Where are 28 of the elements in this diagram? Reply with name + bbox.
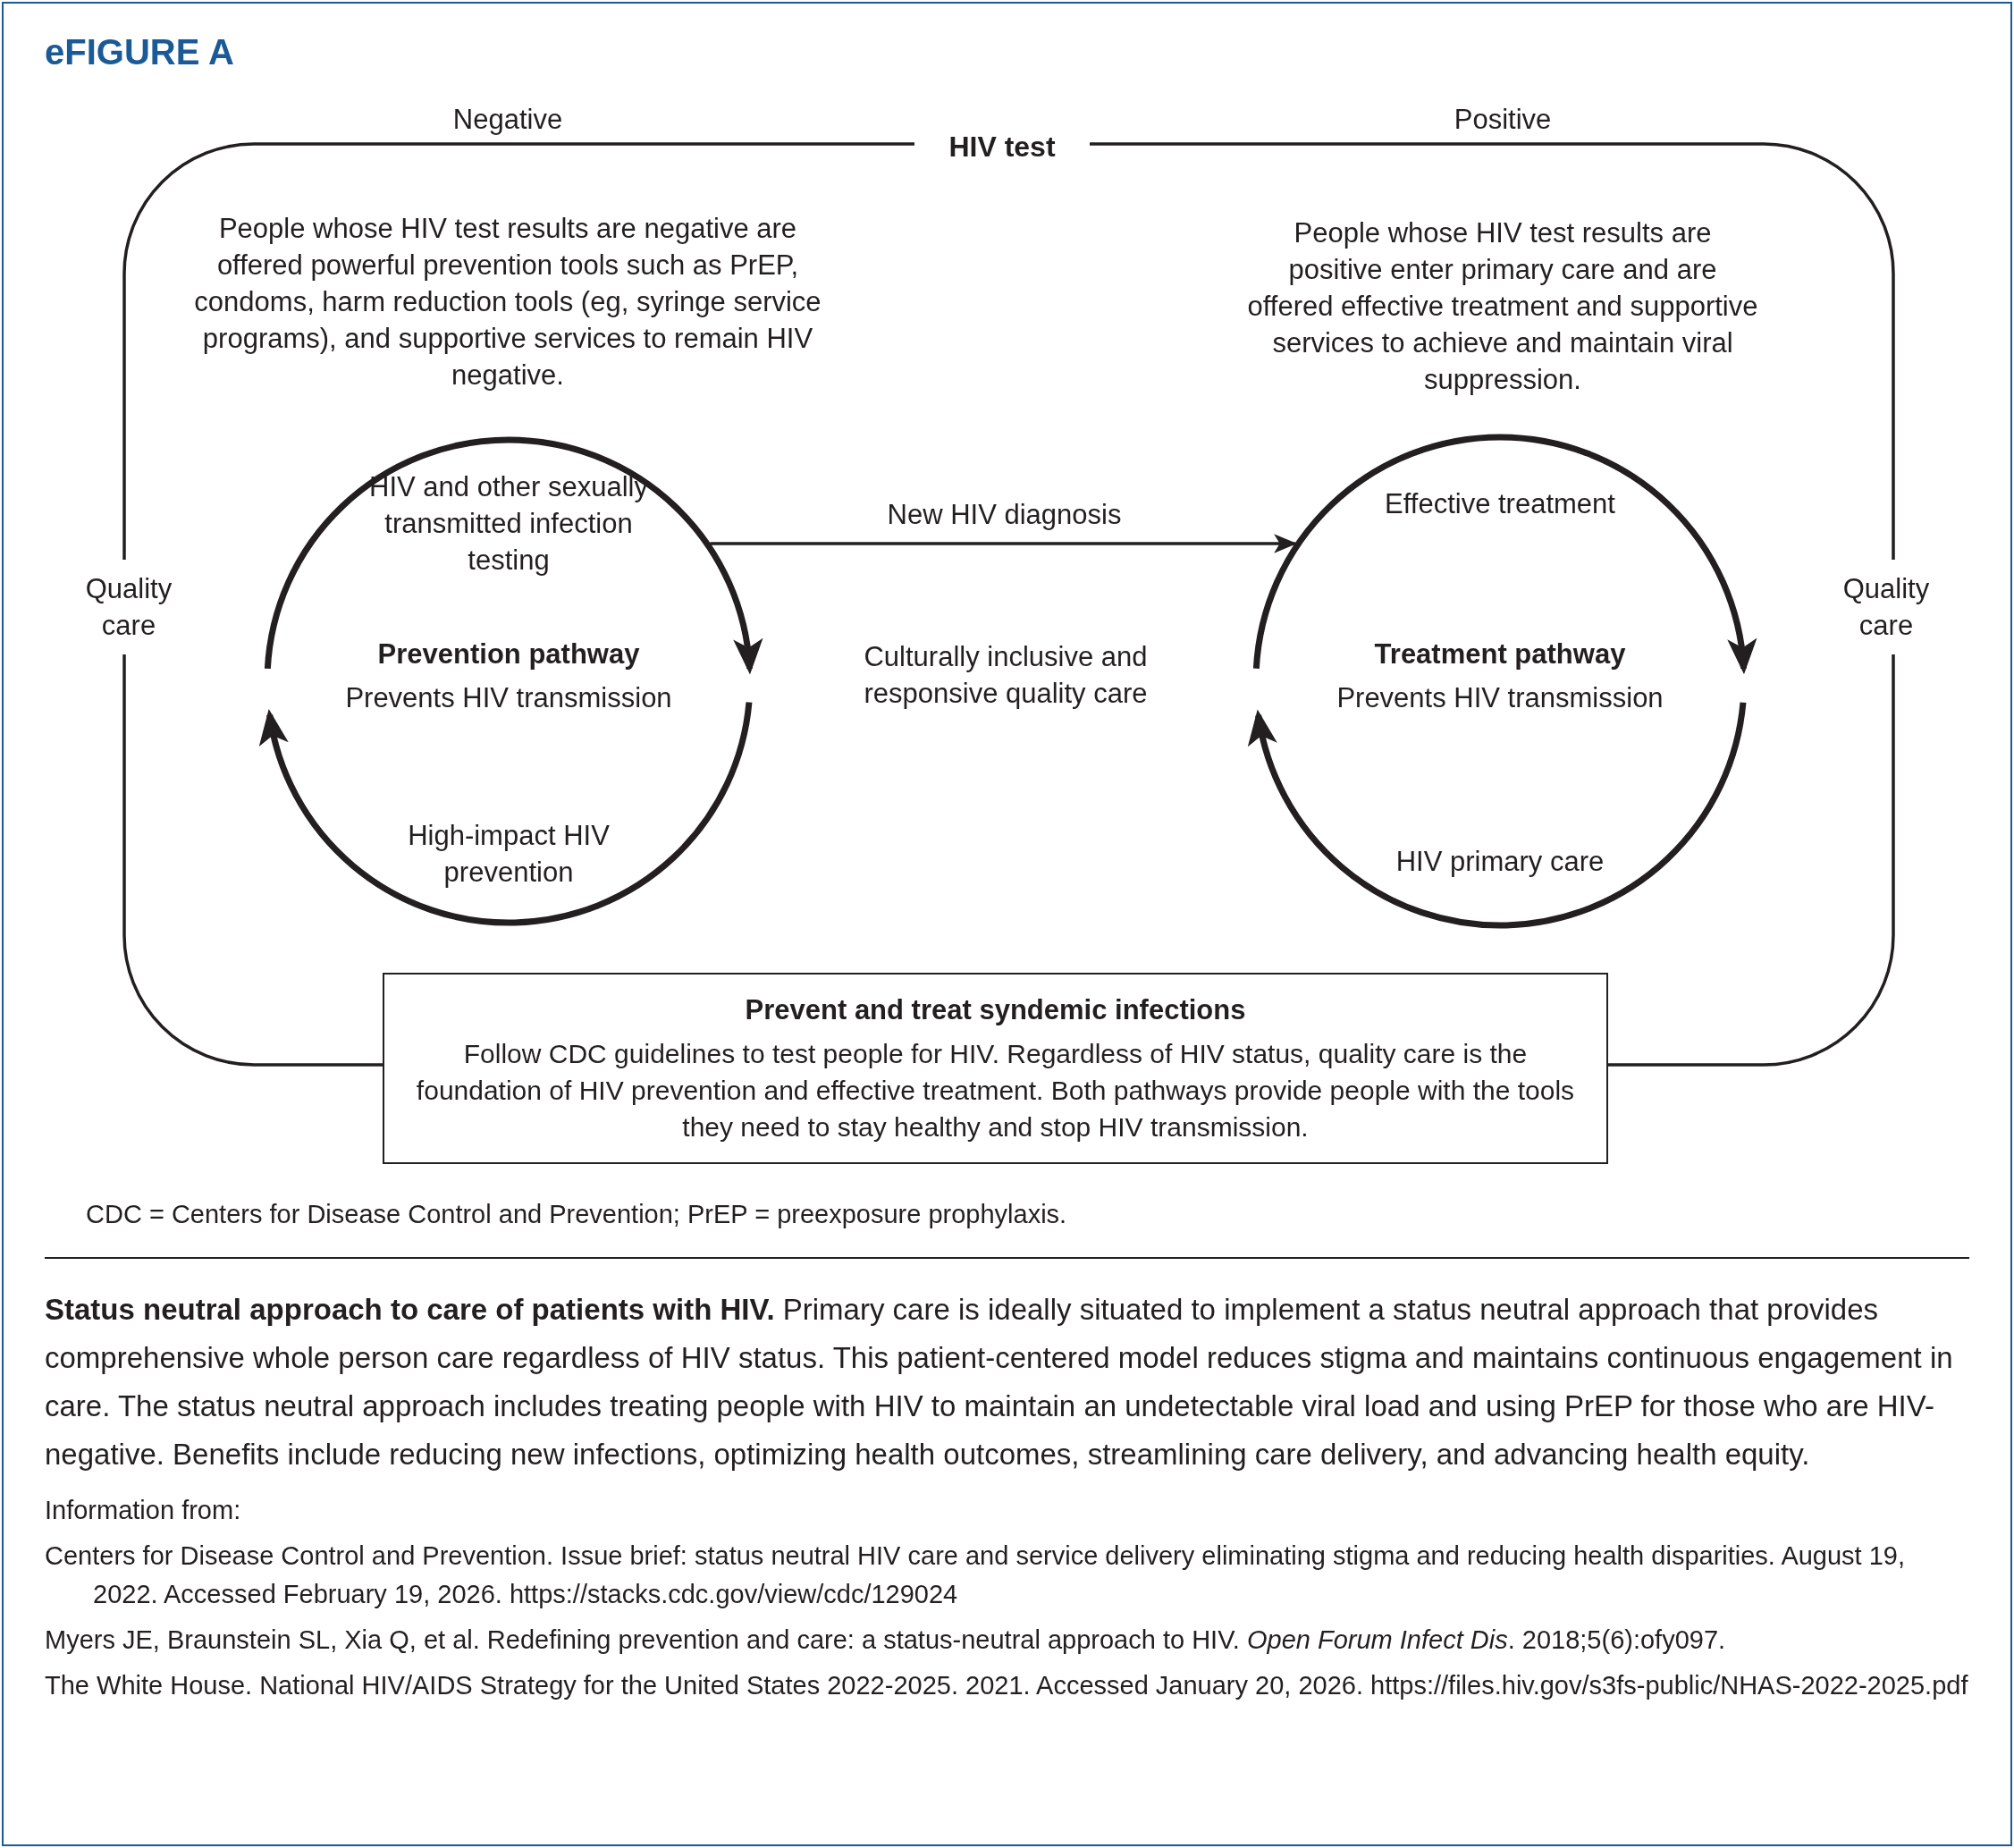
info-box <box>383 973 1608 1164</box>
node-label: HIV test <box>914 125 1090 168</box>
connector-line <box>1090 142 1895 1067</box>
caption-text: Status neutral approach to care of patients with HIV. Primary care is ideally situated to implement a status neutral approach that provides comprehensive whole person care regardless of HIV status. This patient-centered model reduces stigma and maintains continuous engagement in care. The status neutral approach includes treating people with HIV to maintain an undetectable viral load and using PrEP for those who are HIV-negative. Benefits include reducing new infections, optimizing health outcomes, streamlining care delivery, and advancing health equity. <box>45 1292 1954 1472</box>
connector-line <box>710 534 1298 553</box>
box-text: Follow CDC guidelines to test people for HIV. Regardless of HIV status, quality care is the foundation of HIV prevention and effective treatment. Both pathways provide people with the tools they need to stay healthy and stop HIV transmission. <box>415 1038 1576 1143</box>
branch-label: Negative <box>451 102 564 137</box>
pathway-text: High-impact HIV prevention <box>407 819 611 890</box>
pathway-text: Prevents HIV transmission <box>1336 680 1664 715</box>
pathway-text: HIV primary care <box>1395 844 1605 879</box>
pathway-text: HIV and other sexually transmitted infection testing <box>368 469 649 578</box>
edge-label: New HIV diagnosis <box>887 497 1122 532</box>
reference-text: The White House. National HIV/AIDS Strategy for the United States 2022-2025. 2021. Accessed January 20, 2026. https://files.hiv.gov/s3fs-public/NHAS-2022-2025.pdf <box>45 1670 1969 1701</box>
reference-text: Centers for Disease Control and Prevention. Issue brief: status neutral HIV care and service delivery eliminating stigma and reducing health disparities. August 19, 2022. Accessed February 19, 2026. https://stacks.cdc.gov/view/cdc/129024 <box>45 1540 1907 1610</box>
branch-label: Positive <box>1453 102 1553 137</box>
center-note: Culturally inclusive and responsive quality care <box>863 640 1149 711</box>
box-heading: Prevent and treat syndemic infections <box>745 993 1246 1027</box>
pathway-heading: Treatment pathway <box>1373 637 1627 671</box>
description-text: People whose HIV test results are negative are offered powerful prevention tools such as PrEP, condoms, harm reduction tools (eg, syringe service programs), and supportive services to remain HIV negative. <box>193 211 822 392</box>
figure-title: eFIGURE A <box>45 32 234 72</box>
connector-line <box>122 142 914 1067</box>
source-heading: Information from: <box>45 1495 242 1526</box>
pathway-text: Effective treatment <box>1384 486 1616 521</box>
reference-text: Myers JE, Braunstein SL, Xia Q, et al. Redefining prevention and care: a status-neutral approach to HIV. Open Forum Infect Dis. 2018;5(6):ofy097. <box>45 1624 1727 1656</box>
pathway-text: Prevents HIV transmission <box>344 680 673 715</box>
description-text: People whose HIV test results are positive enter primary care and are offered effective treatment and supportive services to achieve and maintain viral suppression. <box>1246 215 1759 397</box>
pathway-heading: Prevention pathway <box>376 637 641 671</box>
footnote: CDC = Centers for Disease Control and Prevention; PrEP = preexposure prophylaxis. <box>86 1199 1068 1230</box>
